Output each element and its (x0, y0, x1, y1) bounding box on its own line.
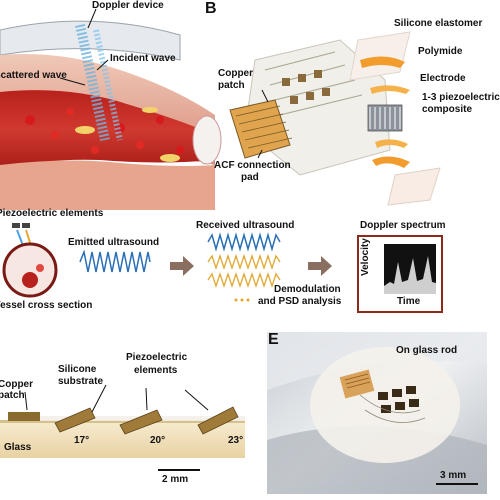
flow-arrow-icon (170, 256, 194, 276)
piezo-elements-label-d2: elements (134, 365, 178, 376)
scale-bar-3mm-label: 3 mm (440, 470, 467, 481)
emitted-ultrasound-wave (79, 249, 151, 273)
acf-pad-label-1: ACF connection (214, 160, 291, 171)
panel-e-photo (267, 332, 487, 494)
panel-label-e: E (268, 331, 279, 348)
piezo-composite-label-1: 1-3 piezoelectric (422, 92, 500, 103)
piezo-composite-label-2: composite (422, 104, 473, 115)
on-glass-rod-label: On glass rod (396, 345, 458, 356)
demodulation-label-2: and PSD analysis (258, 296, 342, 307)
copper-patch-label-2: patch (218, 80, 245, 91)
flow-arrow-icon-2 (308, 256, 332, 276)
silicone-substrate-label-2: substrate (58, 376, 104, 387)
glass-label: Glass (4, 442, 32, 453)
demodulation-label-1: Demodulation (274, 284, 341, 295)
angle-17-label: 17° (74, 435, 90, 446)
polymide-label: Polymide (418, 46, 463, 57)
emitted-ultrasound-label: Emitted ultrasound (68, 237, 160, 248)
electrode-label: Electrode (420, 73, 466, 84)
incident-wave-label: Incident wave (110, 53, 176, 64)
copper-patch-label-1: Copper (218, 68, 253, 79)
vessel-cross-section-label: Vessel cross section (0, 300, 93, 311)
panel-b-device-illustration (229, 31, 441, 206)
silicone-elastomer-label: Silicone elastomer (394, 18, 483, 29)
panel-a-vessel-illustration (0, 8, 222, 210)
time-axis-label: Time (397, 296, 421, 307)
piezo-elements-label: Piezoelectric elements (0, 208, 104, 219)
received-wave-1 (207, 232, 281, 252)
scale-bar-2mm-label: 2 mm (162, 474, 189, 485)
doppler-device-label: Doppler device (92, 0, 164, 11)
scattered-wave-label: Scattered wave (0, 70, 67, 81)
angle-20-label: 20° (150, 435, 166, 446)
silicone-substrate-label-1: Silicone (58, 364, 97, 375)
velocity-axis-label: Velocity (360, 238, 371, 276)
acf-pad-label-2: pad (241, 172, 259, 183)
panel-c-pipeline (2, 223, 443, 313)
doppler-spectrum-label: Doppler spectrum (360, 220, 446, 231)
panel-d-side-view (0, 384, 245, 471)
copper-patch-label-d1: Copper (0, 379, 33, 390)
panel-label-b: B (205, 0, 217, 17)
received-wave-3 (207, 271, 281, 289)
received-ultrasound-label: Received ultrasound (196, 220, 295, 231)
copper-patch-label-d2: patch (0, 390, 25, 401)
piezo-elements-label-d1: Piezoelectric (126, 352, 188, 363)
received-wave-2 (207, 253, 281, 271)
angle-23-label: 23° (228, 435, 244, 446)
